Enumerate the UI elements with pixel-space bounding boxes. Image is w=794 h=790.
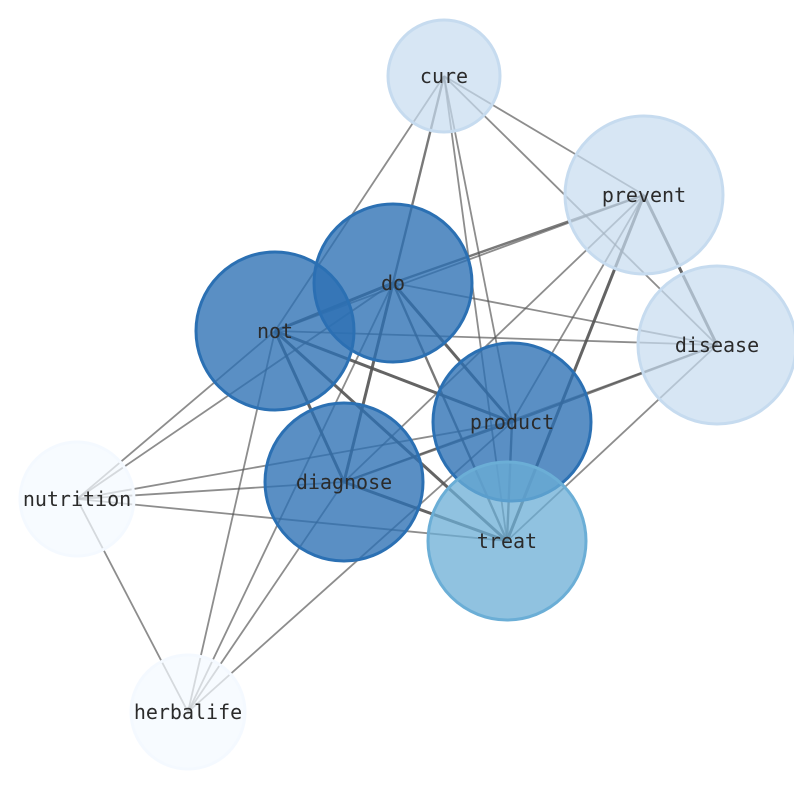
- node-label-herbalife: herbalife: [134, 700, 242, 724]
- node-disease: [636, 264, 794, 426]
- node-label-not: not: [257, 319, 293, 343]
- node-label-diagnose: diagnose: [296, 470, 392, 494]
- node-prevent: [563, 114, 725, 276]
- nodes-layer: [18, 18, 794, 771]
- node-label-product: product: [470, 410, 554, 434]
- node-nutrition: [18, 440, 136, 558]
- labels-layer: cure prevent do not disease product diagnose nu…: [23, 64, 759, 724]
- node-label-cure: cure: [420, 64, 468, 88]
- node-label-disease: disease: [675, 333, 759, 357]
- node-treat: [426, 460, 588, 622]
- node-herbalife: [129, 653, 247, 771]
- node-diagnose: [263, 401, 425, 563]
- node-cure: [386, 18, 502, 134]
- node-not: [194, 250, 356, 412]
- node-label-treat: treat: [477, 529, 537, 553]
- node-label-nutrition: nutrition: [23, 487, 131, 511]
- node-label-prevent: prevent: [602, 183, 686, 207]
- node-label-do: do: [381, 271, 405, 295]
